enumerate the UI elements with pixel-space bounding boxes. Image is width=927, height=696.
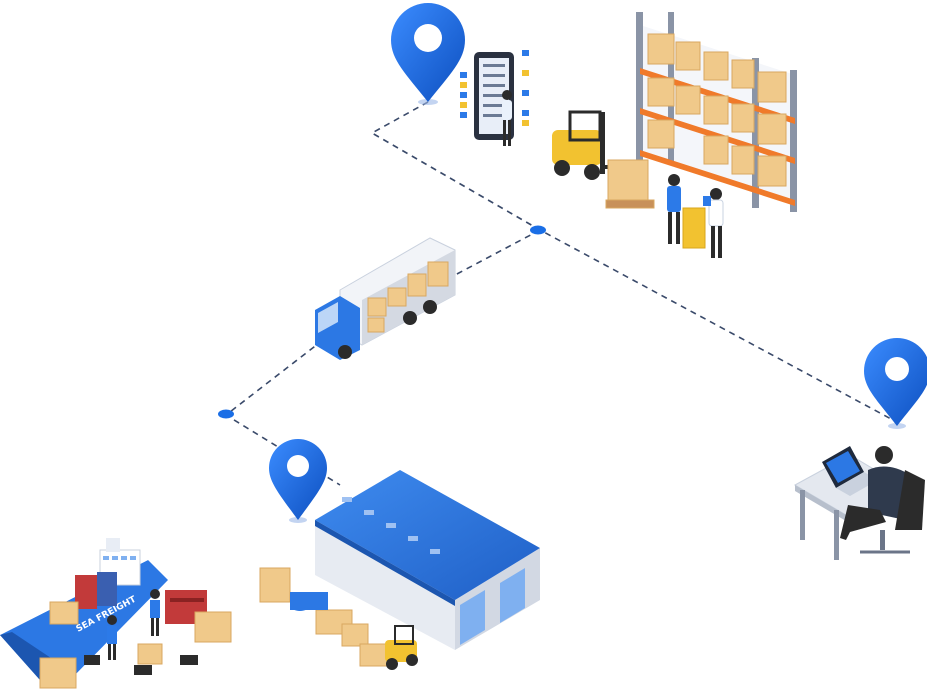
route-nodes <box>218 225 546 419</box>
forklift-icon <box>385 625 418 670</box>
ship-bridge <box>99 538 141 586</box>
route-node <box>218 409 234 419</box>
storage-rack <box>636 12 797 212</box>
laptop-icon <box>822 446 878 496</box>
location-pin-icon <box>391 3 465 105</box>
dock-workers <box>107 589 160 660</box>
barrels <box>290 592 328 611</box>
rack-boxes <box>647 33 787 187</box>
worker-figure <box>502 90 512 146</box>
route-node <box>530 225 546 235</box>
route-segment <box>454 229 541 276</box>
truck-icon <box>315 237 456 360</box>
ship-icon: SEA FREIGHT <box>0 538 232 689</box>
pallet-boxes <box>605 159 655 209</box>
warehouse-icon <box>315 470 540 650</box>
tablet-icon <box>460 50 529 146</box>
workers-with-clipboard <box>667 174 724 258</box>
location-pin-icon <box>864 338 927 429</box>
containers <box>75 572 207 624</box>
location-pin-icon <box>269 439 327 523</box>
office-worker <box>840 446 925 554</box>
pallet-boxes <box>259 567 389 667</box>
